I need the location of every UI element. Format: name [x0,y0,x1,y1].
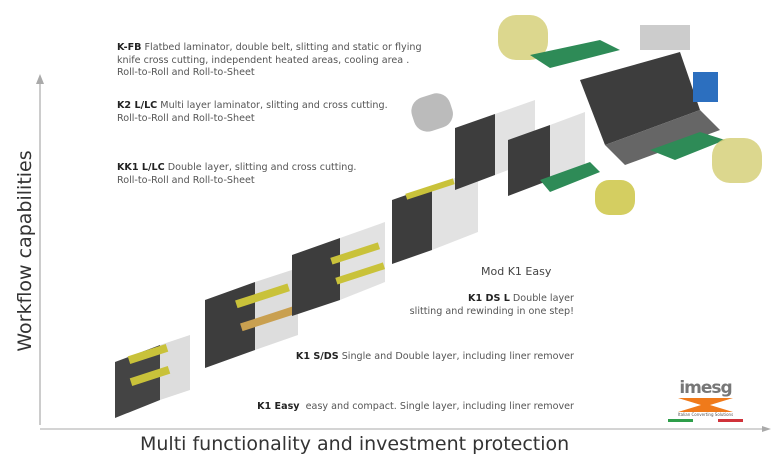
mod-label: Mod K1 Easy [481,265,552,278]
italian-flag-icon [668,419,743,422]
logo-x-icon [678,398,733,412]
x-axis-label: Multi functionality and investment prote… [140,433,570,455]
logo-name: imesg [679,378,732,398]
logo-tagline: Italian Converting Solutions [677,412,734,417]
model-name: K-FB [117,42,142,53]
machine-k1-dsl [292,222,386,316]
kfb-description: K-FB Flatbed laminator, double belt, sli… [117,42,422,78]
y-axis-arrow-icon [36,74,44,84]
machine-kk1 [392,170,478,264]
model-name: K1 DS L [468,293,510,304]
kk1-description: KK1 L/LC Double layer, slitting and cros… [117,162,357,186]
y-axis-label: Workflow capabilities [14,150,36,352]
model-name: KK1 L/LC [117,162,165,173]
k1dsl-description: K1 DS L Double layer slitting and rewind… [409,293,574,317]
machine-kfb [498,15,762,183]
machine-k2 [411,93,635,215]
k1easy-description: K1 Easy easy and compact. Single layer, … [257,401,574,412]
company-logo: imesg Italian Converting Solutions [668,378,743,422]
machine-k1-sds [205,268,298,368]
x-axis-arrow-icon [762,426,771,432]
model-name: K2 L/LC [117,100,158,111]
machine-k1-easy [115,335,190,418]
k2-description: K2 L/LC Multi layer laminator, slitting … [117,100,388,124]
model-name: K1 Easy [257,401,300,412]
model-name: K1 S/DS [295,351,339,362]
k1sds-description: K1 S/DS Single and Double layer, includi… [295,351,574,362]
